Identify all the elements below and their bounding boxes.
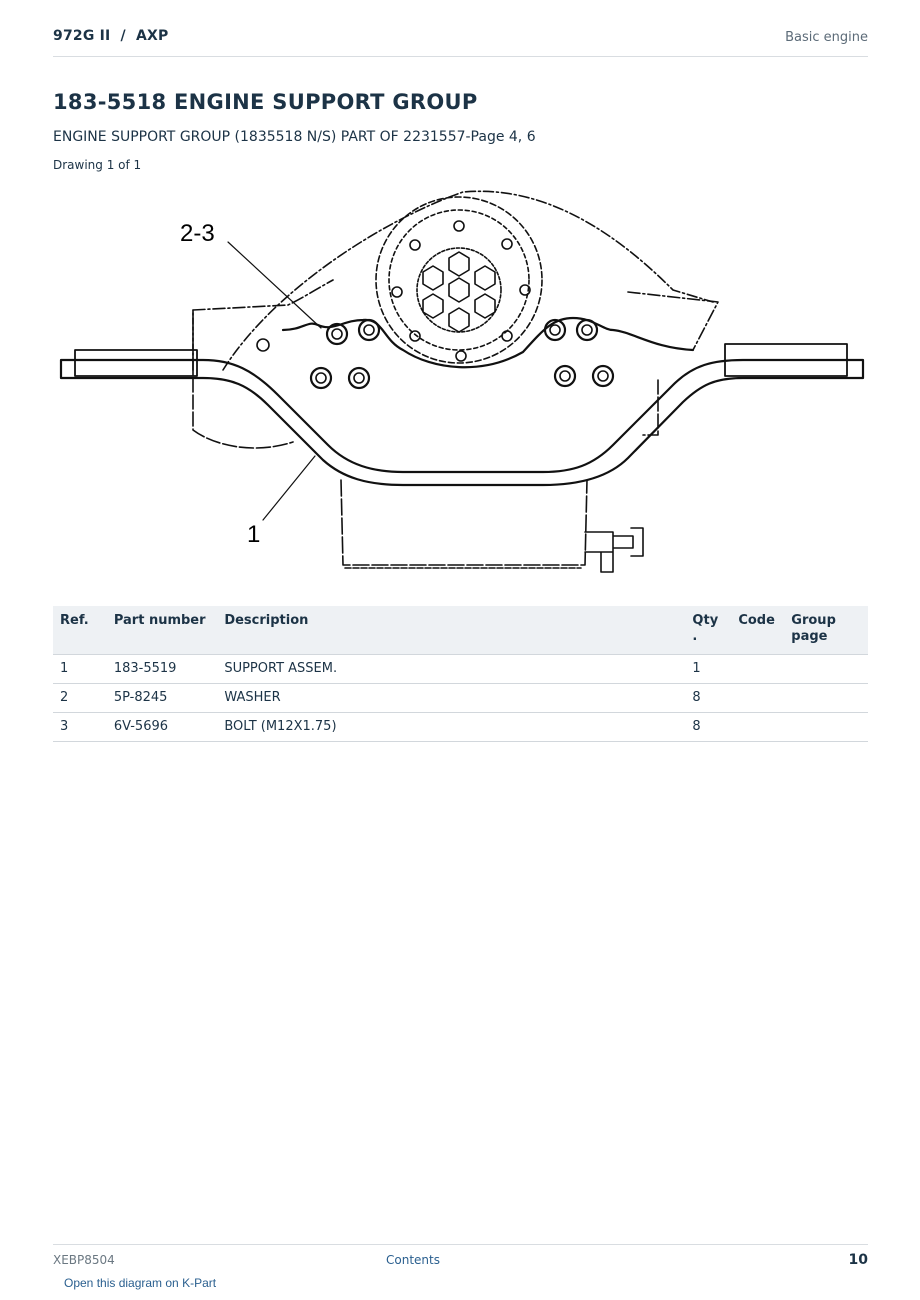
- page-title: 183-5518 ENGINE SUPPORT GROUP: [53, 90, 478, 114]
- footer-divider: [53, 1244, 868, 1245]
- row-part-number: 183-5519: [106, 654, 218, 684]
- row-group-page: [784, 683, 868, 713]
- row-code: [731, 683, 785, 713]
- gasket-line: [281, 316, 695, 369]
- col-ref: Ref.: [53, 606, 107, 655]
- page-subtitle: ENGINE SUPPORT GROUP (1835518 N/S) PART …: [53, 129, 536, 145]
- hub-hex-1: [448, 251, 470, 277]
- drain-fitting: [584, 527, 644, 573]
- callout-2-3: 2-3: [180, 220, 215, 247]
- callout-1: 1: [247, 521, 260, 548]
- flywheel-outer: [375, 196, 543, 364]
- row-description: WASHER: [217, 683, 686, 713]
- row-group-page: [784, 654, 868, 684]
- row-description: SUPPORT ASSEM.: [217, 654, 686, 684]
- row-qty: 1: [685, 654, 732, 684]
- row-ref: 1: [53, 654, 107, 684]
- hub-hex-center: [448, 277, 470, 303]
- machine-model: 972G II / AXP: [53, 28, 169, 44]
- kpart-link[interactable]: Open this diagram on K-Part: [64, 1276, 217, 1290]
- page-header: 972G II / AXP Basic engine: [53, 28, 868, 57]
- col-description: Description: [217, 606, 686, 655]
- row-code: [731, 712, 785, 742]
- left-mount-pad: [74, 349, 198, 377]
- hub-hex-2: [474, 265, 496, 291]
- col-part-number: Part number: [106, 606, 218, 655]
- hub-hex-3: [474, 293, 496, 319]
- engine-block-right: [642, 379, 659, 436]
- leader-line-1: [262, 455, 316, 521]
- support-assembly: [59, 358, 865, 487]
- page-number: 10: [848, 1252, 868, 1268]
- drawing-count: Drawing 1 of 1: [53, 158, 142, 172]
- flywheel-inner: [388, 209, 530, 351]
- row-ref: 3: [53, 712, 107, 742]
- flywheel-hub: [416, 247, 502, 333]
- hub-hex-6: [422, 265, 444, 291]
- row-group-page: [784, 712, 868, 742]
- parts-diagram: 2-3 1: [59, 190, 865, 573]
- housing-left-shoulder: [192, 279, 334, 371]
- table-header-row: Ref. Part number Description Qty . Code …: [53, 606, 868, 655]
- leader-line-2-3: [227, 241, 322, 329]
- row-ref: 2: [53, 683, 107, 713]
- row-part-number: 6V-5696: [106, 712, 218, 742]
- col-qty: Qty .: [685, 606, 732, 655]
- hub-hex-5: [422, 293, 444, 319]
- table-row: 1 183-5519 SUPPORT ASSEM. 1: [53, 654, 868, 684]
- contents-link[interactable]: Contents: [386, 1253, 440, 1267]
- parts-table: Ref. Part number Description Qty . Code …: [53, 606, 868, 742]
- row-description: BOLT (M12X1.75): [217, 712, 686, 742]
- engine-block-left: [192, 309, 294, 449]
- housing-right-shoulder: [627, 291, 719, 351]
- right-mount-pad: [724, 343, 848, 377]
- table-row: 3 6V-5696 BOLT (M12X1.75) 8: [53, 712, 868, 742]
- row-part-number: 5P-8245: [106, 683, 218, 713]
- document-id: XEBP8504: [53, 1253, 115, 1267]
- oil-pan: [340, 479, 588, 566]
- hub-hex-4: [448, 307, 470, 333]
- flywheel-housing-outline: [222, 190, 714, 371]
- col-code: Code: [731, 606, 785, 655]
- row-code: [731, 654, 785, 684]
- col-group-page: Group page: [784, 606, 868, 655]
- row-qty: 8: [685, 683, 732, 713]
- section-name: Basic engine: [785, 30, 868, 45]
- row-qty: 8: [685, 712, 732, 742]
- table-row: 2 5P-8245 WASHER 8: [53, 683, 868, 713]
